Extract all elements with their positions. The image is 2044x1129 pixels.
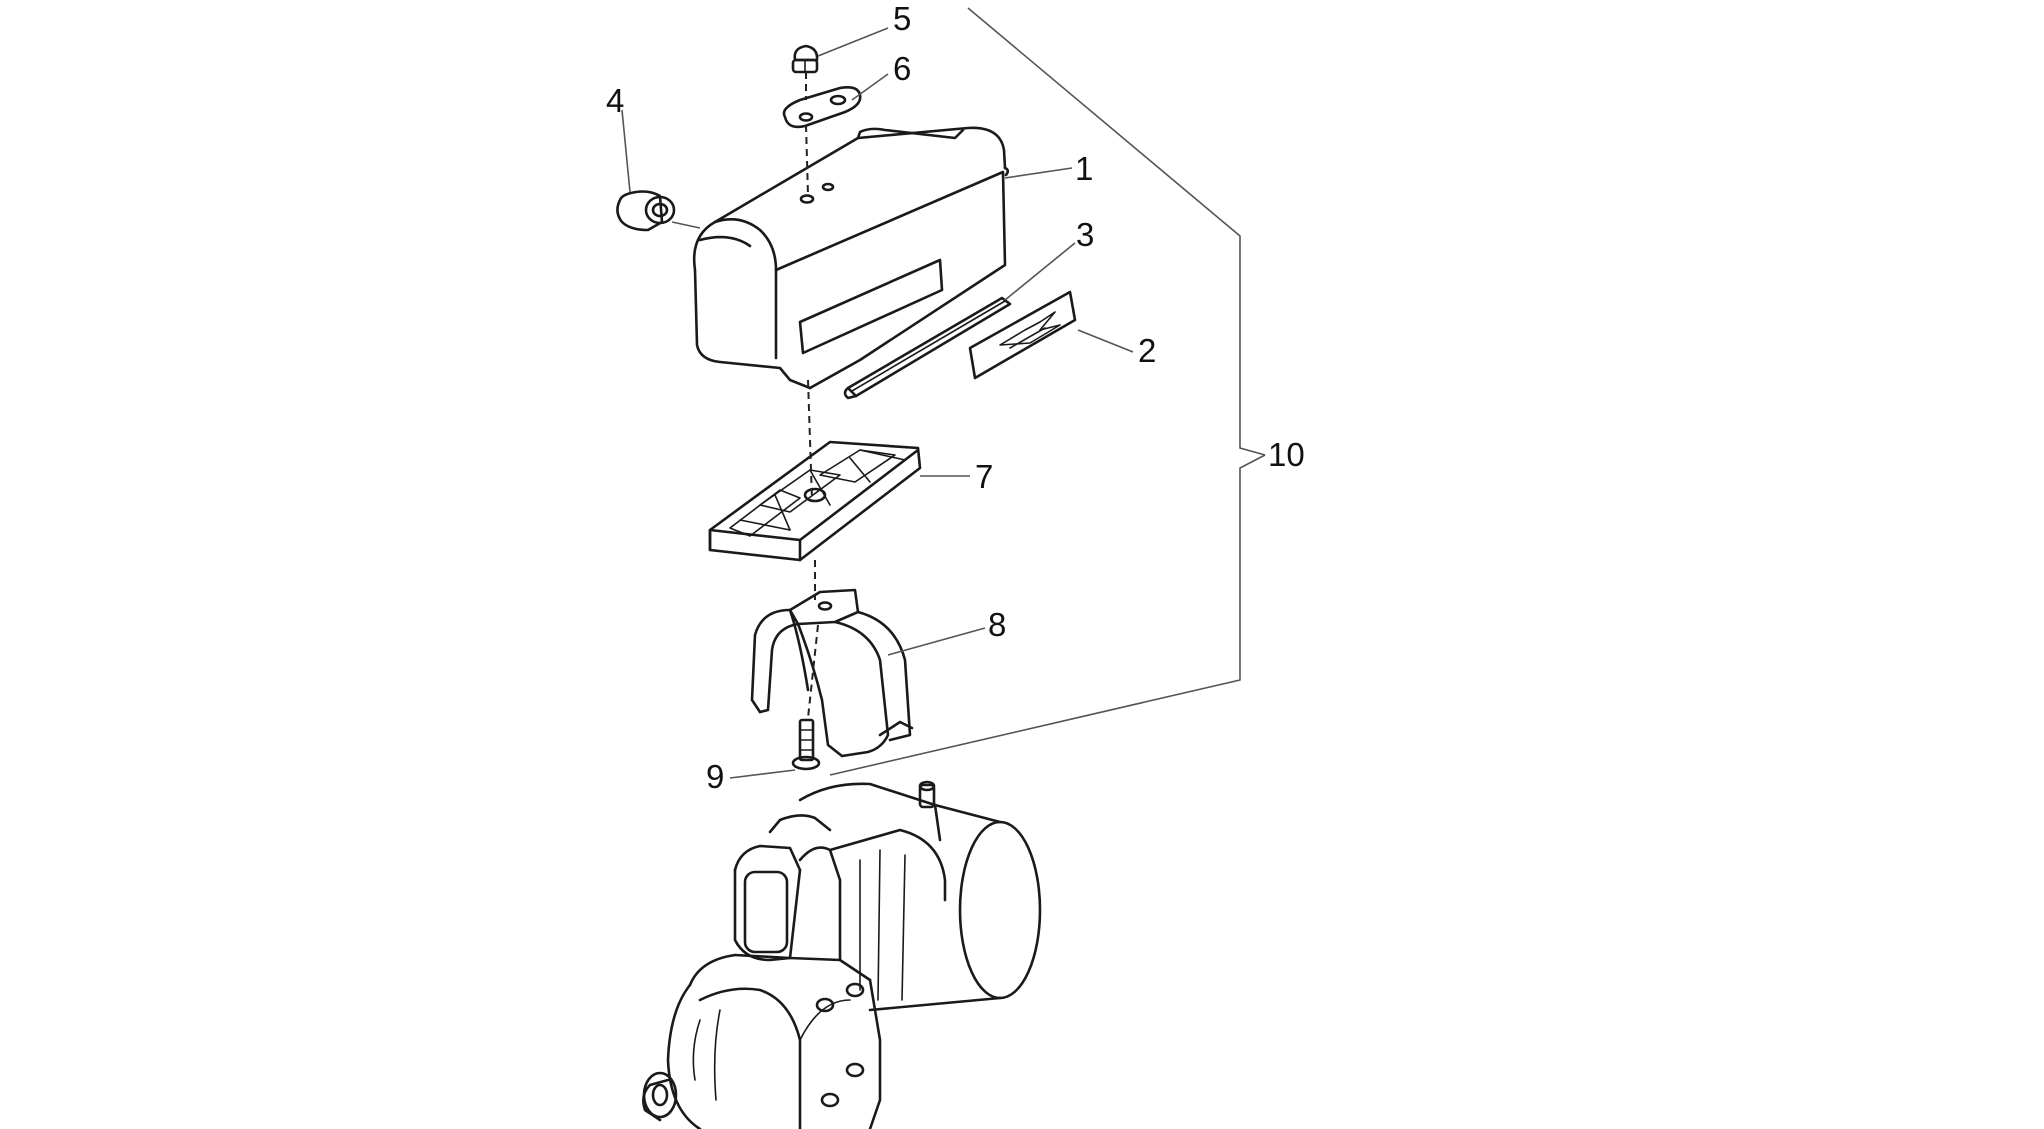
callout-4: 4: [606, 82, 624, 119]
leader-1: [1004, 167, 1073, 179]
leader-2: [1077, 329, 1134, 353]
callout-9: 9: [706, 758, 724, 795]
callout-8: 8: [988, 606, 1006, 643]
part-5-cap-nut[interactable]: [791, 44, 819, 74]
leader-5: [817, 27, 889, 57]
leader-lines: [621, 7, 1266, 779]
part-4-rubber-cap[interactable]: [616, 190, 676, 232]
part-6-washer-plate[interactable]: [782, 86, 862, 129]
part-2-label-plate[interactable]: [968, 290, 1077, 380]
leader-8: [887, 627, 986, 656]
part-9-bolt[interactable]: [791, 718, 821, 771]
callout-6: 6: [893, 50, 911, 87]
leader-9: [729, 769, 796, 779]
bracket-10-top: [967, 7, 1266, 456]
leader-6: [851, 73, 889, 101]
leader-3: [1004, 242, 1076, 301]
part-3-rubber-strip[interactable]: [843, 296, 1012, 400]
callout-1: 1: [1075, 150, 1093, 187]
callout-numbers: 1 2 3 4 5 6 7 8 9 10: [606, 0, 1305, 795]
callout-7: 7: [975, 458, 993, 495]
callout-10: 10: [1268, 436, 1305, 473]
assembly-axis: [805, 72, 819, 719]
part-8-clamp-bracket[interactable]: [750, 588, 914, 758]
leader-4b: [671, 221, 701, 229]
starter-motor: [642, 780, 1042, 1129]
part-7-mounting-bracket[interactable]: [708, 440, 922, 562]
callout-2: 2: [1138, 332, 1156, 369]
leader-4: [621, 109, 631, 193]
callout-5: 5: [893, 0, 911, 37]
bracket-10-bottom: [829, 454, 1266, 776]
callout-3: 3: [1076, 216, 1094, 253]
part-1-protective-cover[interactable]: [692, 126, 1010, 390]
